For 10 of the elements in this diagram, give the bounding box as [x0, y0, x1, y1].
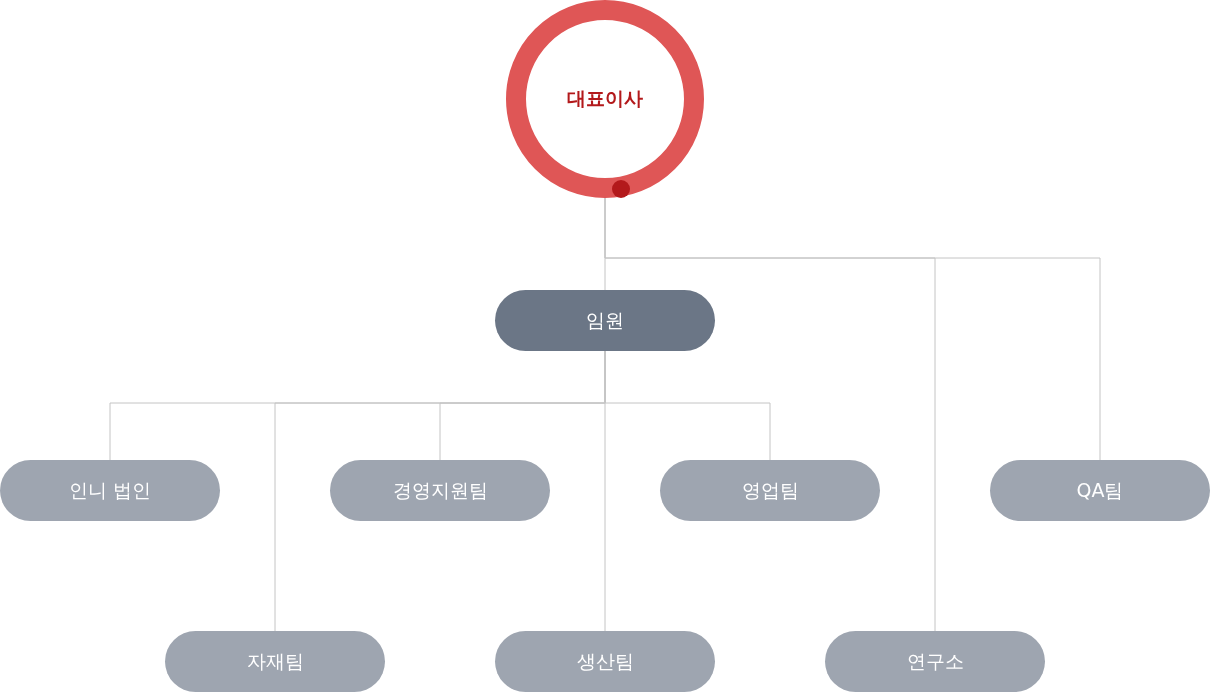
team-pill: 인니 법인: [0, 460, 220, 521]
team-pill: 자재팀: [165, 631, 385, 692]
team-pill: QA팀: [990, 460, 1210, 521]
team-pill: 임원: [495, 290, 715, 351]
team-pill: 영업팀: [660, 460, 880, 521]
team-pill: 생산팀: [495, 631, 715, 692]
team-pill: 경영지원팀: [330, 460, 550, 521]
node-label: 대표이사: [567, 86, 643, 111]
connector-line: [604, 197, 1101, 461]
team-pill: 연구소: [825, 631, 1045, 692]
